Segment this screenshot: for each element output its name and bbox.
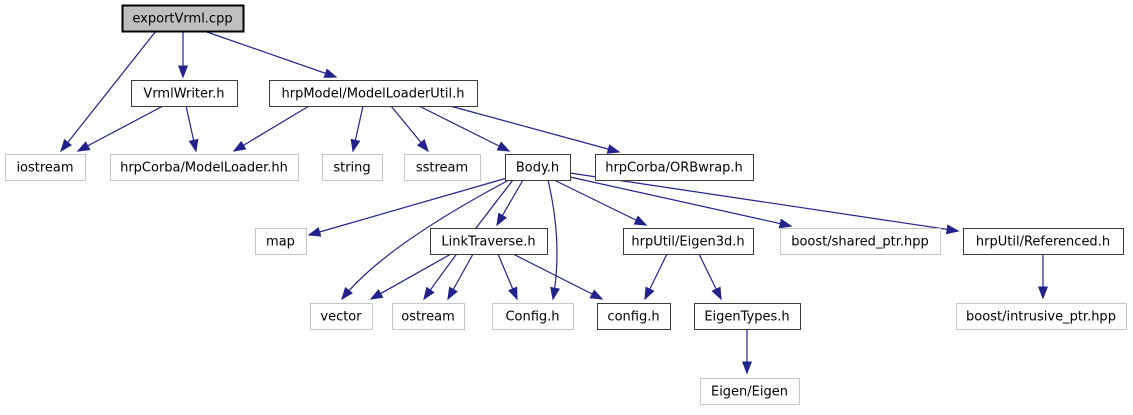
node-model-loader-util-h[interactable]: hrpModel/ModelLoaderUtil.h [268, 79, 479, 108]
edge-body-h-to-link-traverse-h [496, 179, 524, 227]
node-box-map [254, 227, 308, 256]
node-box-model-loader-hh [109, 153, 300, 182]
edge-model-loader-util-h-to-model-loader-hh [232, 105, 310, 152]
node-eigen3d-h[interactable]: hrpUtil/Eigen3d.h [622, 227, 755, 256]
node-box-referenced-h [962, 227, 1125, 256]
node-label-string: string [333, 161, 370, 176]
node-box-ostream [391, 302, 466, 331]
node-eigen-types-h[interactable]: EigenTypes.h [693, 302, 802, 331]
node-label-map: map [266, 235, 295, 250]
node-shared-ptr-hpp: boost/shared_ptr.hpp [779, 227, 942, 256]
node-body-h[interactable]: Body.h [504, 153, 572, 182]
node-string: string [321, 153, 384, 182]
node-label-link-traverse-h: LinkTraverse.h [441, 235, 535, 250]
node-label-ostream: ostream [401, 310, 455, 325]
node-label-eigen-eigen: Eigen/Eigen [711, 385, 788, 400]
node-label-intrusive-ptr-hpp: boost/intrusive_ptr.hpp [966, 310, 1116, 325]
edge-model-loader-util-h-to-string [350, 105, 364, 153]
node-box-intrusive-ptr-hpp [955, 302, 1128, 331]
node-map: map [254, 227, 308, 256]
node-label-vrml-writer-h: VrmlWriter.h [143, 87, 224, 102]
node-box-shared-ptr-hpp [779, 227, 942, 256]
node-label-vector: vector [320, 310, 362, 325]
edge-model-loader-util-h-to-sstream [390, 105, 429, 153]
node-box-config-h-lower [596, 302, 672, 331]
node-label-sstream: sstream [416, 161, 468, 176]
edge-model-loader-util-h-to-orbwrap-h [449, 105, 621, 154]
edge-link-traverse-h-to-config-h-lower [512, 253, 604, 300]
edge-export-vrml-cpp-to-iostream [60, 30, 157, 153]
edge-model-loader-util-h-to-body-h [418, 105, 511, 152]
node-box-eigen-types-h [693, 302, 802, 331]
node-iostream: iostream [4, 153, 87, 182]
node-vector: vector [309, 302, 374, 331]
node-box-vector [309, 302, 374, 331]
node-referenced-h[interactable]: hrpUtil/Referenced.h [962, 227, 1125, 256]
node-label-eigen-types-h: EigenTypes.h [704, 310, 789, 325]
edge-link-traverse-h-to-vector [369, 253, 452, 300]
edge-body-h-to-vector [341, 179, 510, 301]
node-vrml-writer-h[interactable]: VrmlWriter.h [130, 79, 239, 108]
node-box-vrml-writer-h [130, 79, 239, 108]
node-intrusive-ptr-hpp: boost/intrusive_ptr.hpp [955, 302, 1128, 331]
node-config-h-upper: Config.h [491, 302, 575, 331]
edge-body-h-to-map [307, 177, 508, 237]
node-box-model-loader-util-h [268, 79, 479, 108]
node-box-link-traverse-h [429, 227, 549, 256]
node-config-h-lower[interactable]: config.h [596, 302, 672, 331]
node-sstream: sstream [403, 153, 482, 182]
node-label-model-loader-util-h: hrpModel/ModelLoaderUtil.h [281, 87, 464, 102]
edge-body-h-to-eigen3d-h [553, 179, 648, 226]
node-eigen-eigen: Eigen/Eigen [699, 377, 801, 406]
edge-link-traverse-h-to-ostream [447, 253, 474, 301]
node-label-orbwrap-h: hrpCorba/ORBwrap.h [605, 161, 743, 176]
edge-vrml-writer-h-to-model-loader-hh [185, 105, 199, 153]
edge-body-h-to-config-h-upper [547, 179, 560, 301]
edge-export-vrml-cpp-to-model-loader-util-h [203, 30, 338, 78]
node-label-export-vrml-cpp: exportVrml.cpp [132, 12, 232, 27]
node-link-traverse-h[interactable]: LinkTraverse.h [429, 227, 549, 256]
node-box-orbwrap-h [594, 153, 755, 182]
node-box-sstream [403, 153, 482, 182]
node-box-export-vrml-cpp [121, 4, 245, 33]
node-label-config-h-lower: config.h [607, 310, 659, 325]
node-label-config-h-upper: Config.h [505, 310, 559, 325]
edge-vrml-writer-h-to-iostream [76, 105, 164, 152]
node-ostream: ostream [391, 302, 466, 331]
node-orbwrap-h[interactable]: hrpCorba/ORBwrap.h [594, 153, 755, 182]
edge-eigen3d-h-to-eigen-types-h [698, 253, 722, 301]
edge-link-traverse-h-to-config-h-upper [497, 253, 518, 301]
node-box-eigen3d-h [622, 227, 755, 256]
node-label-eigen3d-h: hrpUtil/Eigen3d.h [631, 235, 744, 250]
node-label-body-h: Body.h [516, 161, 559, 176]
edge-body-h-to-shared-ptr-hpp [569, 176, 793, 229]
node-label-model-loader-hh: hrpCorba/ModelLoader.hh [120, 161, 288, 176]
node-box-string [321, 153, 384, 182]
node-export-vrml-cpp: exportVrml.cpp [121, 4, 245, 33]
node-box-body-h [504, 153, 572, 182]
node-label-referenced-h: hrpUtil/Referenced.h [976, 235, 1110, 250]
node-label-shared-ptr-hpp: boost/shared_ptr.hpp [791, 235, 929, 250]
edge-body-h-to-referenced-h [569, 172, 960, 235]
node-model-loader-hh: hrpCorba/ModelLoader.hh [109, 153, 300, 182]
node-label-iostream: iostream [16, 161, 73, 176]
edge-eigen3d-h-to-config-h-lower [644, 253, 668, 301]
node-box-iostream [4, 153, 87, 182]
node-box-config-h-upper [491, 302, 575, 331]
node-box-eigen-eigen [699, 377, 801, 406]
